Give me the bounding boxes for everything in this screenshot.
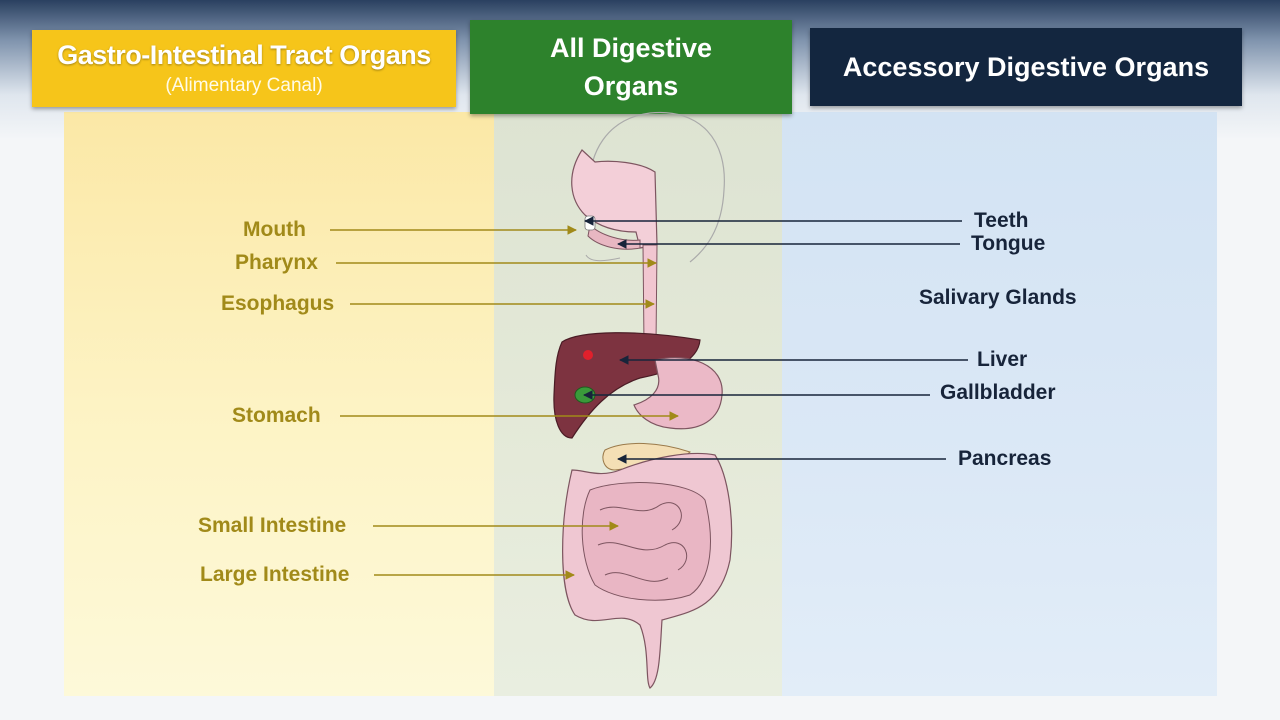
small-intestine-shape xyxy=(581,482,711,601)
label-small-intestine: Small Intestine xyxy=(198,514,347,537)
tooth-shape xyxy=(584,215,596,231)
label-stomach: Stomach xyxy=(232,404,321,427)
label-liver: Liver xyxy=(977,348,1028,371)
gi-tract-subtitle: (Alimentary Canal) xyxy=(165,75,323,96)
small-intestine-folds xyxy=(597,502,688,582)
accessory-column-background xyxy=(782,112,1217,696)
head-outline xyxy=(588,111,725,263)
accessory-organs-title: Accessory Digestive Organs xyxy=(842,51,1210,82)
label-esophagus: Esophagus xyxy=(221,292,335,315)
label-tongue: Tongue xyxy=(971,232,1046,255)
gi-tract-title: Gastro-Intestinal Tract Organs xyxy=(57,40,431,70)
label-large-intestine: Large Intestine xyxy=(200,563,350,586)
gi-tract-header: Gastro-Intestinal Tract Organs (Alimenta… xyxy=(32,30,456,107)
tongue-shape xyxy=(587,223,641,250)
label-teeth: Teeth xyxy=(974,209,1029,232)
label-pancreas: Pancreas xyxy=(958,447,1052,470)
liver-marker xyxy=(583,350,593,360)
all-digestive-organs-header: All Digestive Organs xyxy=(470,20,792,114)
accessory-organs-header: Accessory Digestive Organs xyxy=(810,28,1242,106)
esophagus-tube xyxy=(642,244,658,346)
all-organs-title-line1: All Digestive xyxy=(549,33,713,63)
label-gallbladder: Gallbladder xyxy=(940,381,1056,404)
label-pharynx: Pharynx xyxy=(235,251,318,274)
label-mouth: Mouth xyxy=(243,218,306,241)
oral-cavity xyxy=(571,149,658,249)
all-organs-title-line2: Organs xyxy=(583,71,679,101)
chin-outline xyxy=(585,254,621,262)
gi-column-background xyxy=(64,112,494,696)
label-salivary-glands: Salivary Glands xyxy=(919,286,1077,309)
stomach-shape xyxy=(633,357,723,430)
